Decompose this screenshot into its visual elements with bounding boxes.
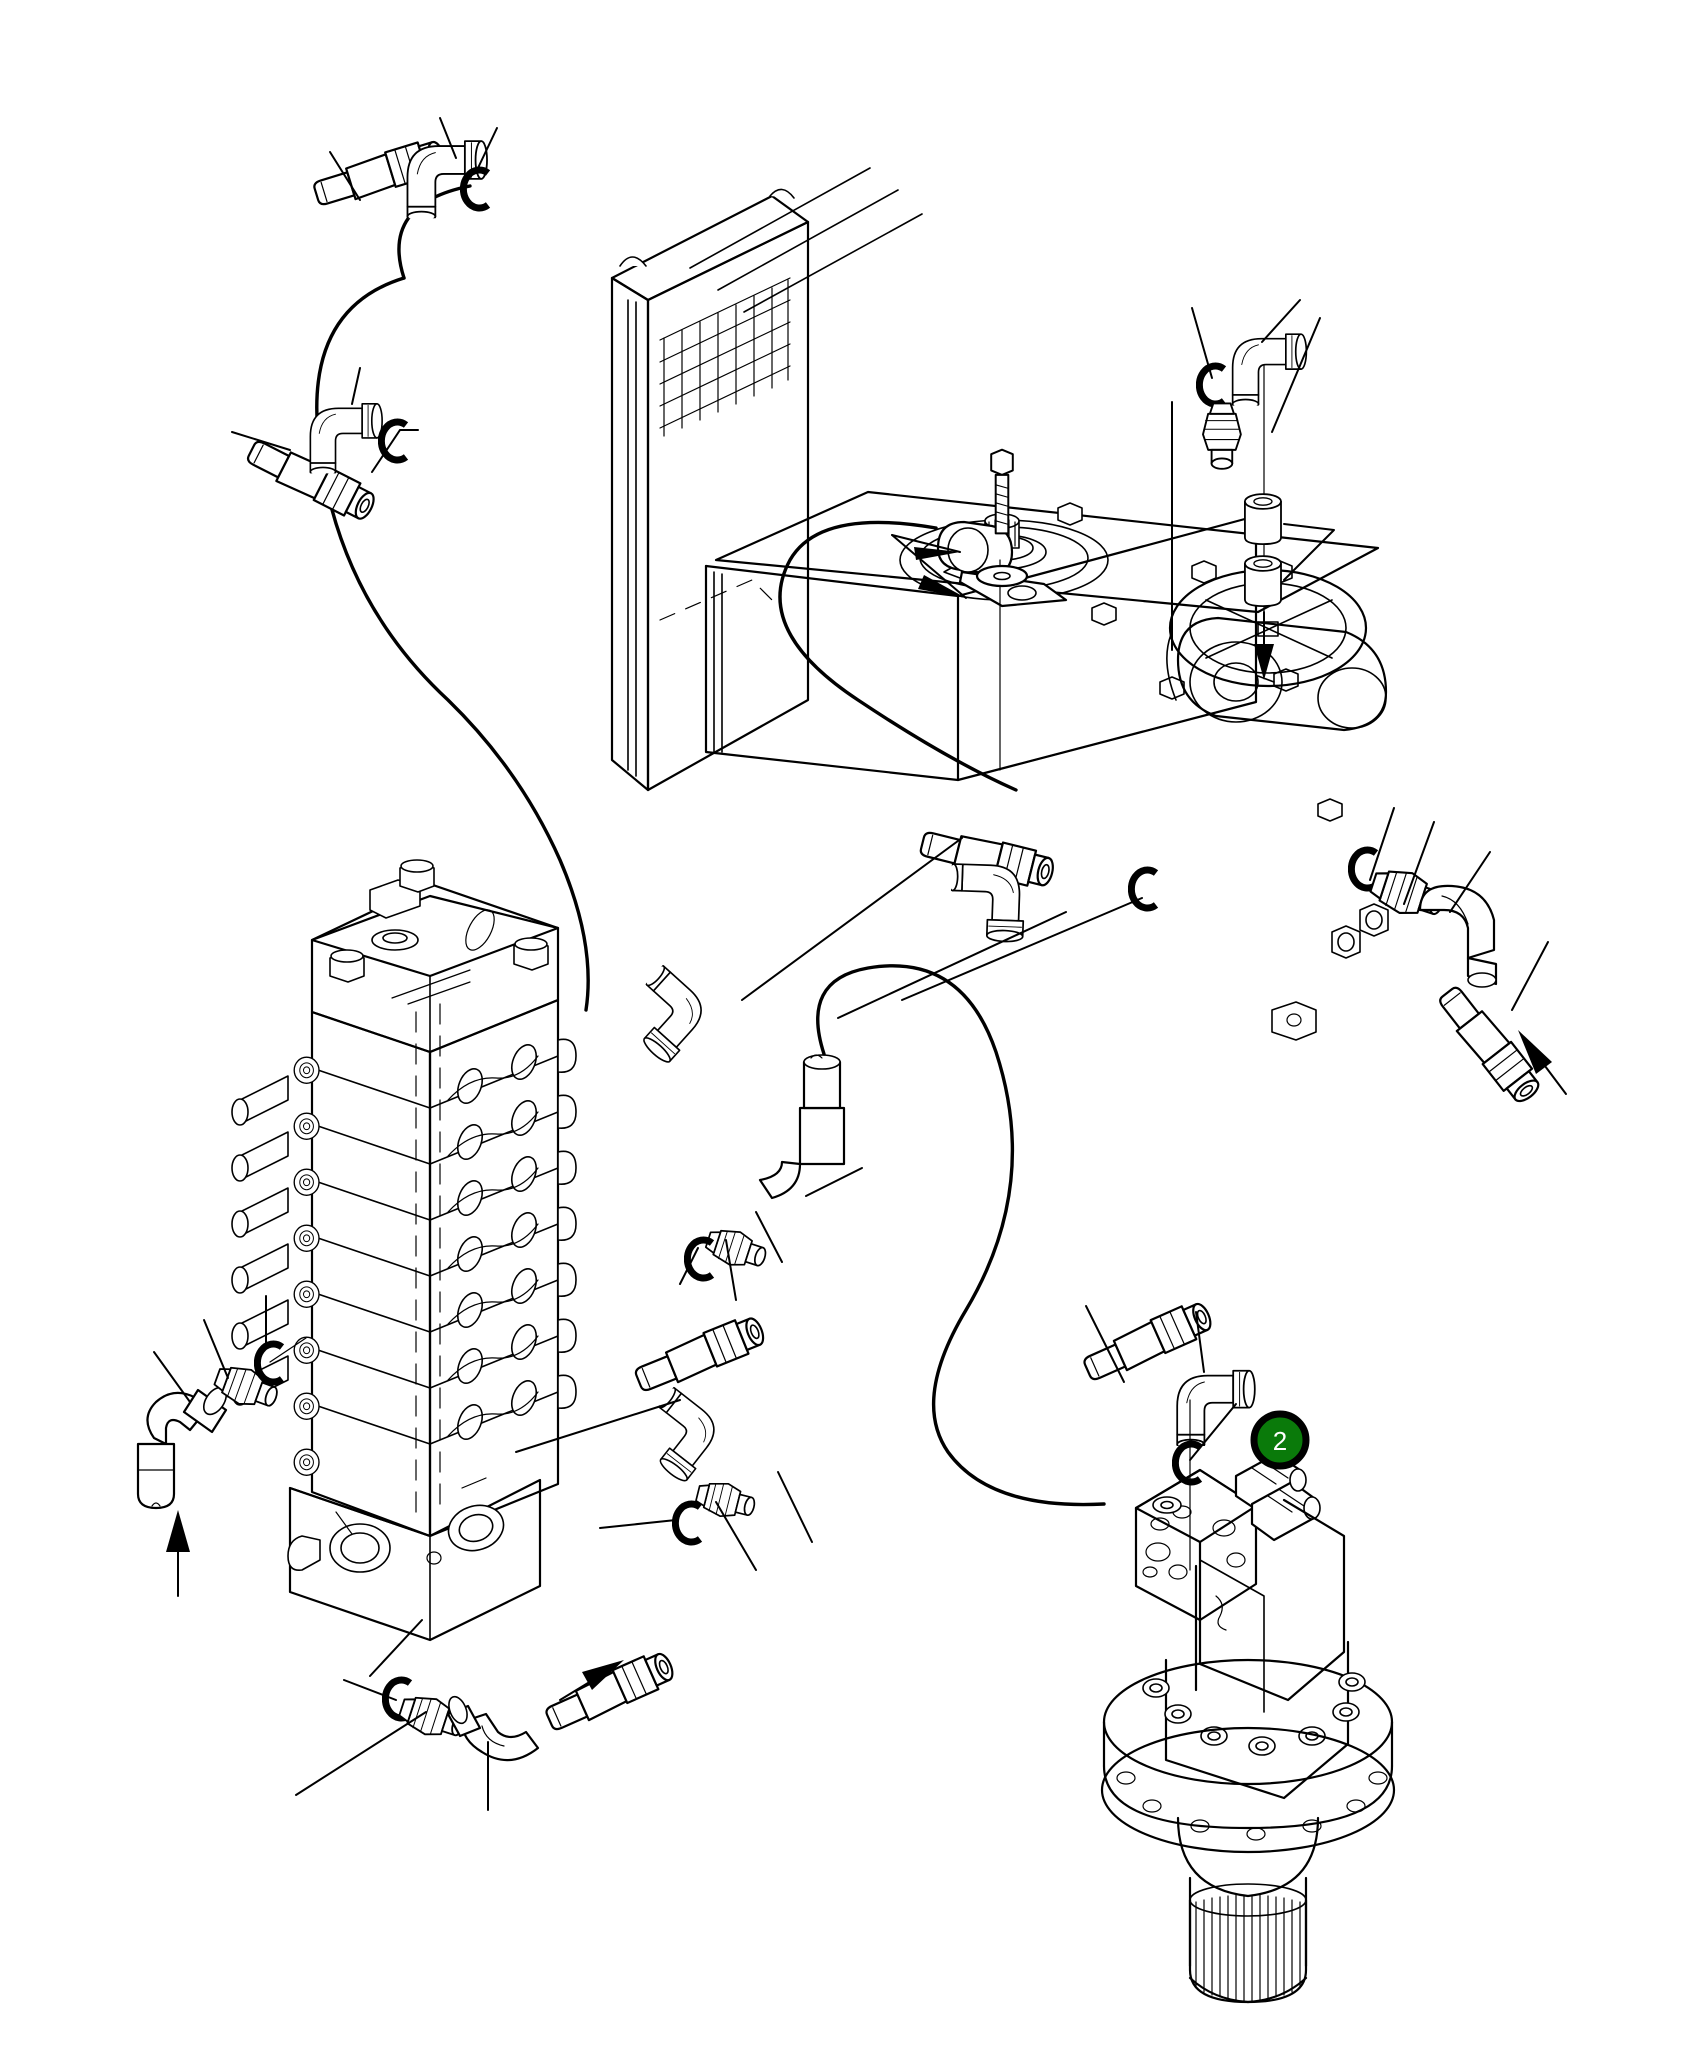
- part-group-top-left: [309, 117, 498, 219]
- part-group-tank-right: [1331, 807, 1567, 1109]
- assembly-arrow-tank-right: [1518, 1030, 1567, 1095]
- elbow-fitting: [446, 1695, 540, 1762]
- motor-relief-valves: [1234, 1452, 1321, 1542]
- elbow-hose: [136, 1386, 228, 1510]
- part-group-valve-mid: [515, 1311, 813, 1571]
- nut-upper: [1359, 903, 1389, 937]
- oil-cooler-panel: [610, 167, 923, 792]
- hose-route-center: [816, 964, 1106, 1507]
- sleeve-upper: [1244, 493, 1282, 546]
- washer: [975, 564, 1029, 588]
- assembly-arrow-valve-left: [166, 1510, 190, 1597]
- hose-stub: [758, 1054, 846, 1200]
- callout-badge-number: 2: [1273, 1426, 1287, 1456]
- assembly-arrow-valve-bottom: [559, 1660, 624, 1701]
- callout-badge-2[interactable]: 2: [1250, 1410, 1310, 1470]
- part-group-valve-left: [136, 1295, 307, 1597]
- elbow-fitting: [1418, 884, 1498, 988]
- valve-spool-stubs: [231, 1075, 289, 1406]
- sleeve-lower: [1244, 555, 1282, 608]
- tank-clamp-bracket: [936, 520, 1068, 608]
- callout-badge-circle: [1250, 1410, 1310, 1470]
- part-group-valve-bottom: [295, 1619, 679, 1811]
- swing-motor-assembly: [1100, 1452, 1396, 2004]
- assembly-arrow-bolt-a: [891, 534, 961, 560]
- part-group-tank-bolt: [891, 448, 1029, 771]
- valve-ports-right: [447, 1038, 577, 1440]
- part-group-valve-upper-mid: [611, 962, 863, 1301]
- part-group-mid-left: [231, 367, 419, 527]
- assembly-arrow-top-right: [1254, 611, 1274, 680]
- nut-lower: [1331, 925, 1361, 959]
- assembly-arrow-bolt-b: [891, 534, 967, 599]
- part-group-top-right-stack: [1171, 299, 1335, 680]
- part-group-tank-hose: [741, 822, 1156, 1019]
- main-control-valve-bank: [231, 859, 577, 1642]
- valve-sections: [231, 998, 577, 1538]
- hose-assembly-tank-suction: [778, 520, 1018, 792]
- part-group-motor-hose: [1078, 1296, 1256, 1571]
